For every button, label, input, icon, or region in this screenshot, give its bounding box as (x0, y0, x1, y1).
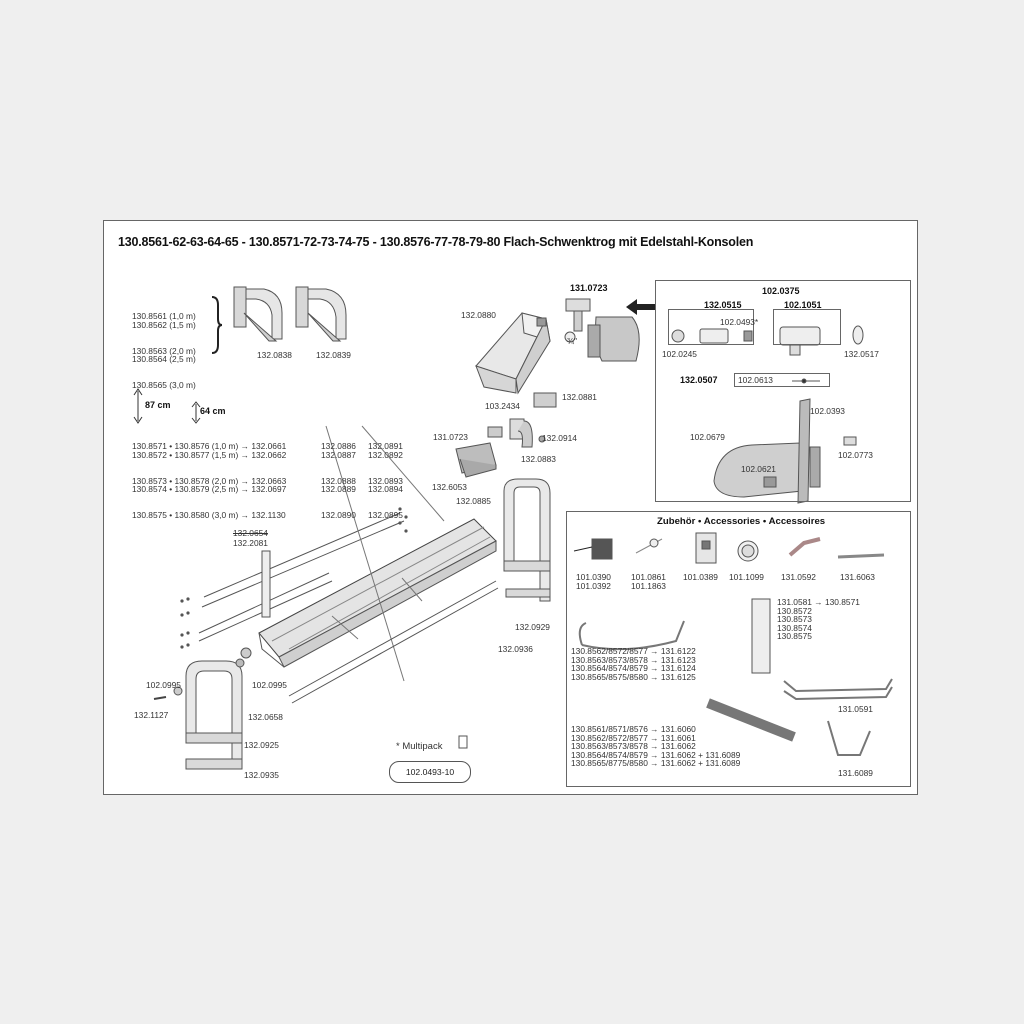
label-132-0914: 132.0914 (542, 433, 577, 443)
acc-item-6: 131.6063 (840, 572, 875, 582)
label-132-0935: 132.0935 (244, 770, 279, 780)
valve-sub-left (668, 309, 754, 345)
multipack-code: 102.0493-10 (389, 761, 471, 783)
label-102-0995-a: 102.0995 (146, 680, 181, 690)
acc-item-5: 131.0592 (781, 572, 816, 582)
label-132-0925: 132.0925 (244, 740, 279, 750)
label-102-0393: 102.0393 (810, 406, 845, 416)
label-102-0995-b: 102.0995 (252, 680, 287, 690)
height-64: 64 cm (200, 406, 226, 416)
label-132-0517: 132.0517 (844, 349, 879, 359)
acc-pipe-list: 130.8562/8572/8577 → 131.6122 130.8563/8… (571, 646, 696, 682)
valve-assembly-drawing (671, 325, 864, 504)
label-132-0936: 132.0936 (498, 644, 533, 654)
label-bracket-left: 132.0838 (257, 350, 292, 360)
acc-item-2: 101.0861 101.1863 (631, 572, 666, 591)
wall-bracket-right-drawing (295, 286, 347, 342)
exploded-drawing (133, 286, 893, 770)
label-102-0679: 102.0679 (690, 432, 725, 442)
acc-item-4: 101.1099 (729, 572, 764, 582)
label-102-0773: 102.0773 (838, 450, 873, 460)
label-hopper: 132.0880 (461, 310, 496, 320)
drinking-valve-top-drawing (564, 298, 640, 362)
label-bracket-right: 132.0839 (316, 350, 351, 360)
parts-sheet: 130.8561-62-63-64-65 - 130.8571-72-73-74… (103, 220, 918, 795)
label-102-0613: 102.0613 (738, 375, 773, 385)
acc-rail-list: 130.8561/8571/8576 → 131.6060 130.8562/8… (571, 724, 741, 769)
label-131-6089: 131.6089 (838, 768, 873, 778)
bracket-variant-list: 130.8561 (1,0 m)130.8562 (1,5 m) 130.856… (132, 311, 196, 390)
label-float-valve: 131.0723 (433, 432, 468, 442)
valve-box-title: 102.0375 (762, 286, 800, 296)
valve-sub-right (773, 309, 841, 345)
label-102-0621: 102.0621 (741, 464, 776, 474)
label-132-6053: 132.6053 (432, 482, 467, 492)
wall-bracket-left-drawing (233, 286, 283, 342)
label-132-0881: 132.0881 (562, 392, 597, 402)
acc-item-1: 101.0390 101.0392 (576, 572, 611, 591)
valve-0613-box (734, 373, 830, 387)
feed-hopper-drawing (475, 312, 551, 395)
valve-sub-left-title: 132.0515 (704, 300, 742, 310)
diagram-title: 130.8561-62-63-64-65 - 130.8571-72-73-74… (118, 235, 754, 249)
label-132-0885: 132.0885 (456, 496, 491, 506)
accessories-drawings (573, 532, 893, 756)
height-87: 87 cm (145, 400, 171, 410)
float-valve-drawing (455, 426, 503, 478)
acc-item-3: 101.0389 (683, 572, 718, 582)
accessories-box (566, 511, 911, 787)
valve-detail-box (655, 280, 911, 502)
label-102-0493: 102.0493* (720, 317, 759, 327)
label-131-0591: 131.0591 (838, 704, 873, 714)
valve-sub-right-title: 102.1051 (784, 300, 822, 310)
label-132-0883: 132.0883 (521, 454, 556, 464)
label-132-0654: 132.0654 (233, 528, 268, 538)
label-three-quarter: ¾" (567, 336, 577, 346)
accessories-title: Zubehör • Accessories • Accessoires (657, 516, 826, 527)
label-132-0929: 132.0929 (515, 622, 550, 632)
label-132-1127: 132.1127 (134, 710, 169, 720)
multipack-label: * Multipack (396, 741, 443, 752)
label-132-2081: 132.2081 (233, 538, 268, 548)
label-102-0245: 102.0245 (662, 349, 697, 359)
label-132-0658: 132.0658 (248, 712, 283, 722)
label-132-0507: 132.0507 (680, 375, 718, 385)
acc-heater-list: 131.0581 → 130.8571 130.8572 130.8573 13… (777, 597, 860, 642)
label-valve-top: 131.0723 (570, 283, 608, 293)
right-frame-drawing (503, 478, 551, 602)
label-103-2434: 103.2434 (485, 401, 520, 411)
left-frame-drawing (153, 647, 252, 770)
